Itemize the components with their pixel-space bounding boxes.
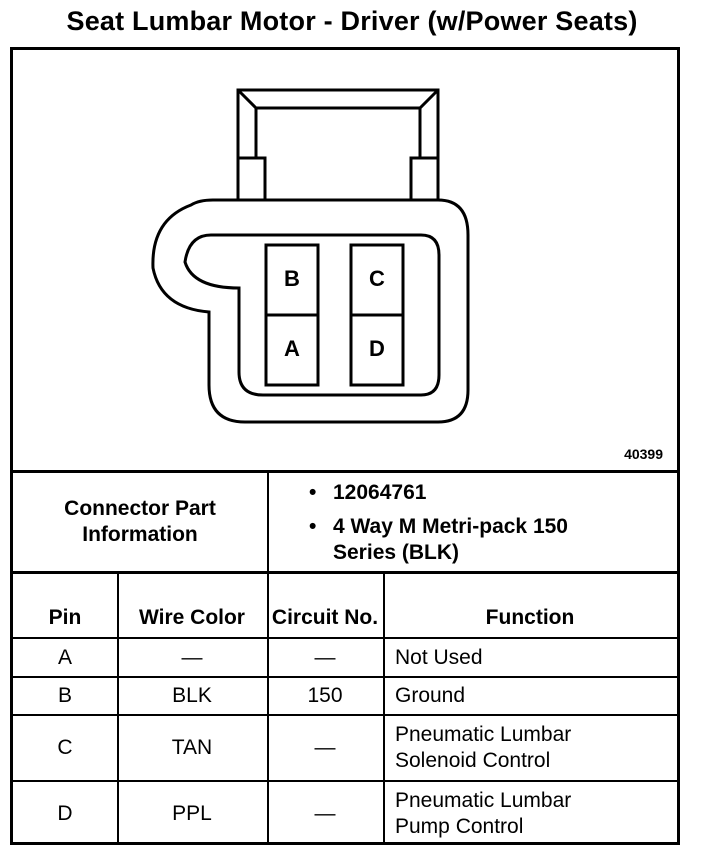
divider [13,714,677,716]
table-cell-pin: B [57,684,72,707]
pin-label-c: C [369,266,385,291]
connector-sheet: B C A D 40399 Connector Part Information… [10,47,680,845]
table-cell-color: TAN [171,736,213,759]
table-cell-function: Ground [395,684,466,707]
table-cell-function: Pneumatic Lumbar Pump Control [395,788,572,838]
column-header-circuit: Circuit No. [271,606,379,629]
divider [267,571,269,845]
table-cell-circuit: — [314,801,336,825]
column-header-pin: Pin [48,606,82,629]
divider [13,571,677,574]
table-cell-function: Pneumatic Lumbar Solenoid Control [395,723,572,772]
table-cell-color: PPL [172,801,212,825]
table-cell-circuit: 150 [307,684,343,707]
divider [13,470,677,473]
divider [13,780,677,782]
table-cell-circuit: — [314,736,336,759]
connector-description: 4 Way M Metri-pack 150 Series (BLK) [333,515,568,564]
page-title: Seat Lumbar Motor - Driver (w/Power Seat… [66,6,638,36]
bullet-icon: • [309,515,317,538]
divider [117,571,119,845]
table-cell-pin: D [57,801,73,825]
table-cell-color: — [181,645,203,669]
pin-label-a: A [284,336,300,361]
table-cell-pin: C [57,736,73,759]
figure-number: 40399 [624,446,663,462]
connector-diagram: B C A D 40399 [13,50,677,470]
part-number: 12064761 [333,481,427,504]
connector-drawing [151,88,470,424]
pin-label-b: B [284,266,300,291]
bullet-icon: • [309,481,317,504]
column-header-function: Function [485,606,575,629]
table-cell-pin: A [57,645,72,669]
divider [383,571,385,845]
connector-part-label: Connector Part Information [64,497,216,546]
connector-part-list: • 12064761 • 4 Way M Metri-pack 150 Seri… [309,480,573,574]
list-item: • 4 Way M Metri-pack 150 Series (BLK) [309,514,573,566]
pin-label-d: D [369,336,385,361]
divider [13,637,677,639]
list-item: • 12064761 [309,480,573,506]
column-header-wire-color: Wire Color [139,606,245,629]
table-cell-color: BLK [172,684,212,707]
table-cell-function: Not Used [395,645,483,669]
divider [13,676,677,678]
table-cell-circuit: — [314,645,336,669]
divider [267,470,269,571]
